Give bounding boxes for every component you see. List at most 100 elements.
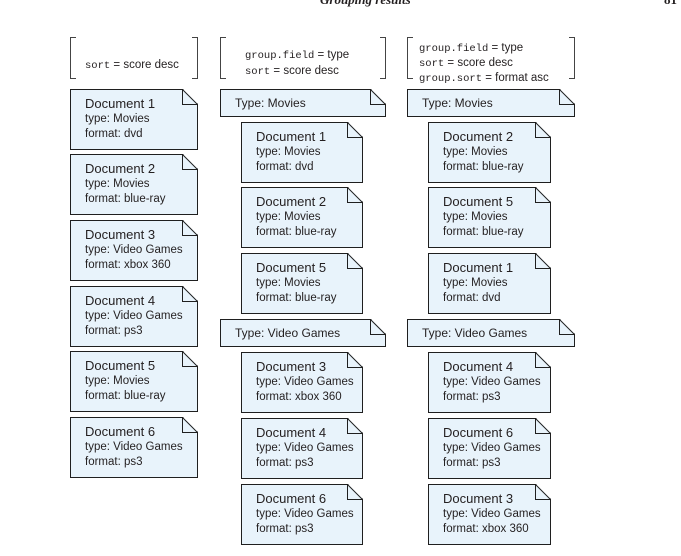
document-type: type: Movies (256, 277, 321, 289)
document-format: format: ps3 (443, 457, 501, 469)
document-title: Document 1 (85, 96, 156, 111)
group-header: Type: Video Games (220, 319, 386, 347)
document-type: type: Movies (256, 211, 321, 223)
group-label: Type: Movies (422, 96, 493, 110)
document-type: type: Video Games (443, 508, 541, 520)
document-title: Document 5 (85, 358, 156, 373)
document-card: Document 5 type: Movies format: blue-ray (70, 351, 198, 412)
query-param-line: group.field = type (419, 41, 523, 56)
document-type: type: Movies (256, 146, 321, 158)
page-fold-icon (182, 154, 198, 170)
group-header: Type: Movies (407, 89, 575, 117)
left-bracket (220, 37, 226, 79)
document-format: format: xbox 360 (85, 259, 171, 271)
document-title: Document 2 (256, 194, 327, 209)
document-card: Document 6 type: Video Games format: ps3 (428, 418, 551, 479)
document-format: format: blue-ray (85, 193, 166, 205)
document-format: format: blue-ray (256, 226, 337, 238)
query-params-box: sort = score desc (70, 37, 198, 79)
document-card: Document 5 type: Movies format: blue-ray (241, 253, 363, 314)
document-format: format: xbox 360 (256, 391, 342, 403)
document-type: type: Video Games (85, 441, 183, 453)
document-title: Document 5 (256, 260, 327, 275)
group-label: Type: Video Games (422, 326, 528, 340)
document-title: Document 6 (443, 425, 514, 440)
document-type: type: Video Games (85, 244, 183, 256)
document-type: type: Video Games (256, 442, 354, 454)
document-type: type: Video Games (256, 508, 354, 520)
right-bracket (380, 37, 386, 79)
page-fold-icon (347, 187, 363, 203)
page-fold-icon (182, 351, 198, 367)
document-type: type: Movies (85, 178, 150, 190)
group-header: Type: Video Games (407, 319, 575, 347)
query-param-value: = type (314, 49, 350, 61)
page-fold-icon (535, 418, 551, 434)
document-format: format: ps3 (85, 325, 143, 337)
query-param-name: group.sort (419, 73, 483, 85)
document-type: type: Movies (85, 375, 150, 387)
document-title: Document 3 (256, 359, 327, 374)
page-fold-icon (347, 418, 363, 434)
page-fold-icon (559, 89, 575, 105)
page-fold-icon (559, 319, 575, 335)
page-fold-icon (347, 484, 363, 500)
query-param-value: = score desc (110, 59, 179, 71)
query-param-value: = format asc (482, 72, 549, 84)
query-param-value: = type (488, 42, 524, 54)
document-format: format: ps3 (256, 523, 314, 535)
query-param-line: sort = score desc (85, 58, 179, 73)
document-title: Document 1 (443, 260, 514, 275)
document-format: format: xbox 360 (443, 523, 529, 535)
left-bracket (70, 37, 76, 79)
document-title: Document 3 (85, 227, 156, 242)
page-fold-icon (182, 286, 198, 302)
query-param-line: group.field = type (245, 48, 349, 63)
page-fold-icon (535, 352, 551, 368)
document-type: type: Movies (443, 277, 508, 289)
page-fold-icon (370, 89, 386, 105)
right-bracket (192, 37, 198, 79)
page-fold-icon (535, 253, 551, 269)
page-fold-icon (347, 352, 363, 368)
document-title: Document 6 (256, 491, 327, 506)
query-param-name: group.field (245, 50, 315, 62)
left-bracket (407, 37, 413, 79)
document-format: format: ps3 (85, 456, 143, 468)
document-format: format: blue-ray (85, 390, 166, 402)
page-fold-icon (535, 122, 551, 138)
document-format: format: dvd (256, 161, 314, 173)
document-type: type: Video Games (443, 376, 541, 388)
document-type: type: Movies (85, 113, 150, 125)
query-param-line: sort = score desc (245, 64, 339, 79)
document-format: format: blue-ray (256, 292, 337, 304)
document-title: Document 2 (85, 161, 156, 176)
query-param-line: group.sort = format asc (419, 71, 549, 86)
document-type: type: Video Games (443, 442, 541, 454)
page-fold-icon (535, 187, 551, 203)
document-type: type: Video Games (85, 310, 183, 322)
query-param-name: sort (245, 66, 271, 78)
document-title: Document 5 (443, 194, 514, 209)
document-card: Document 2 type: Movies format: blue-ray (70, 154, 198, 215)
page-fold-icon (182, 89, 198, 105)
page-number: 81 (664, 0, 677, 8)
document-title: Document 2 (443, 129, 514, 144)
page-fold-icon (370, 319, 386, 335)
document-format: format: dvd (443, 292, 501, 304)
query-param-value: = score desc (444, 57, 513, 69)
right-bracket (569, 37, 575, 79)
document-card: Document 6 type: Video Games format: ps3 (241, 484, 363, 545)
document-title: Document 4 (443, 359, 514, 374)
